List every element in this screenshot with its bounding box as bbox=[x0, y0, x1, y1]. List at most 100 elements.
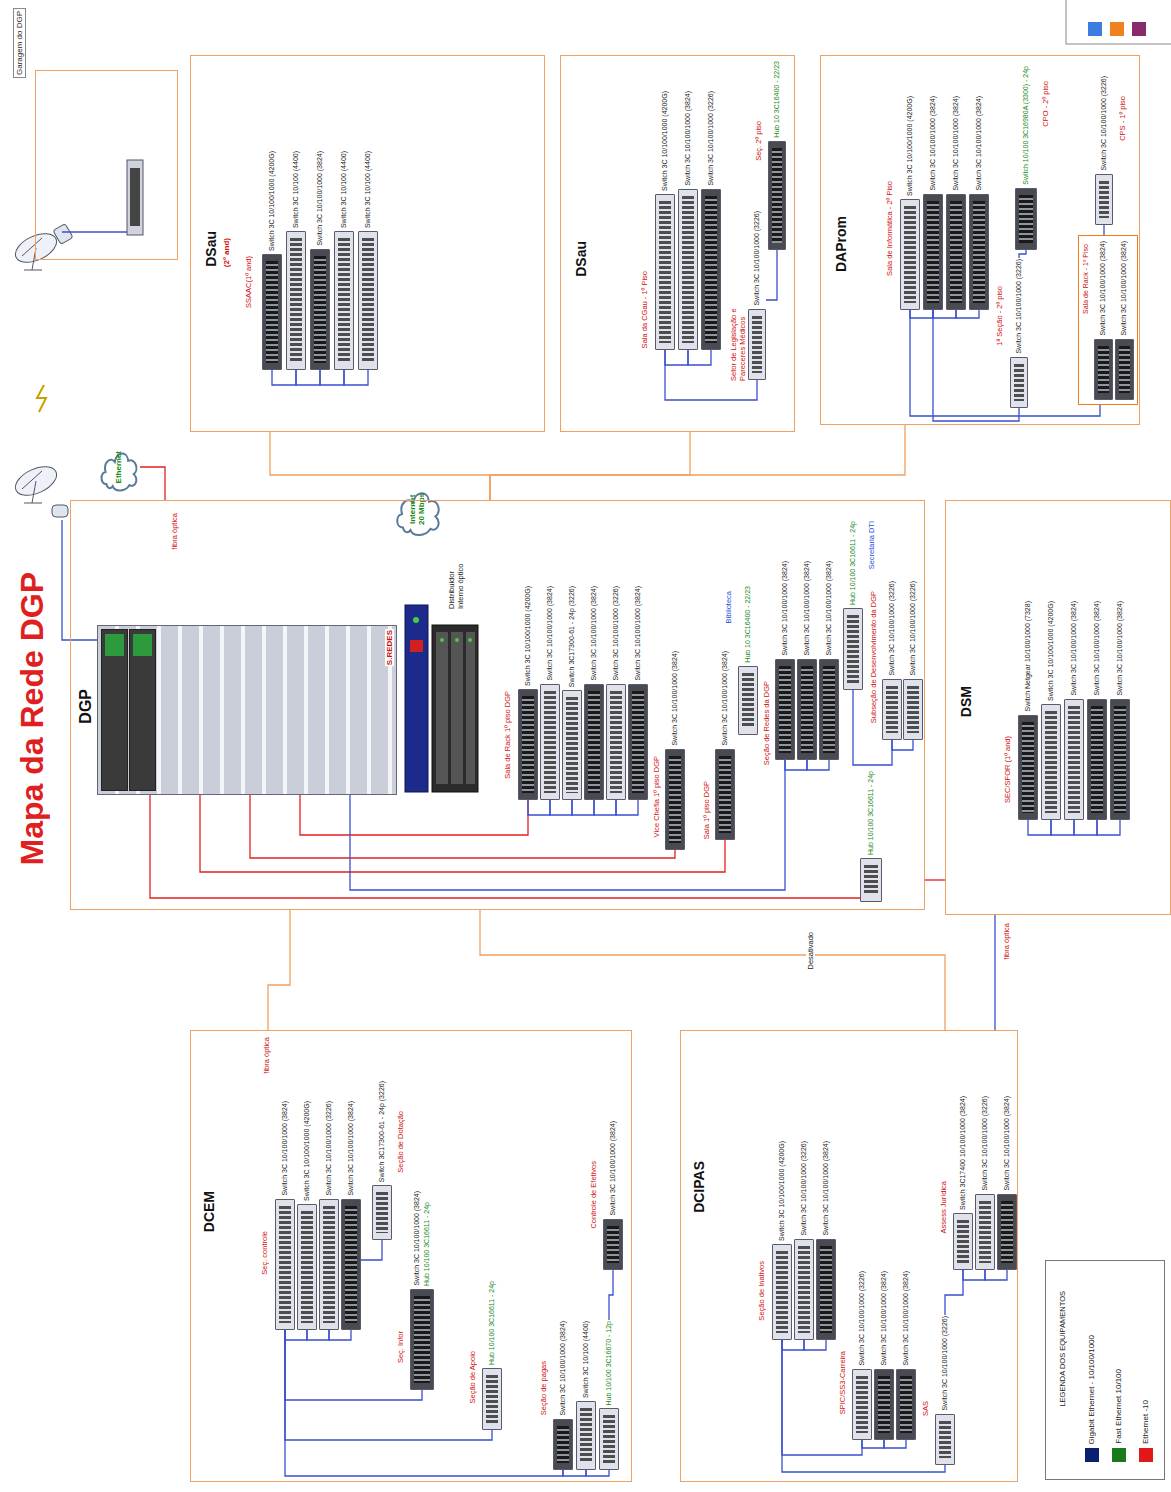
switch-graphic bbox=[655, 194, 675, 350]
switch-graphic bbox=[1087, 699, 1107, 820]
decoration-shape bbox=[468, 638, 472, 642]
area-label: Sala de Informática - 2º Piso bbox=[885, 180, 894, 277]
network-link bbox=[925, 879, 945, 880]
switch-graphic bbox=[852, 1369, 872, 1440]
device-label: Switch 3C 10/100/1000 (3824) bbox=[671, 651, 679, 746]
network-switch: Hub 10 3C16400 - 22/23 bbox=[738, 585, 758, 735]
region-heading: (2º and) bbox=[222, 238, 231, 267]
network-switch: Switch 3C 10/100/1000 (3824)Hub 10/100 3… bbox=[410, 1190, 434, 1390]
device-label-group: Switch 3C 10/100/1000 (3824) bbox=[721, 650, 729, 746]
satellite-dish bbox=[11, 461, 68, 517]
device-label: Switch 3C 10/100/1000 (3226) bbox=[888, 581, 896, 676]
department-region: DSau(2º and)Switch 3C 10/100/1000 (4200G… bbox=[190, 55, 545, 432]
network-link bbox=[994, 915, 995, 1030]
region-heading-group: DCIPAS bbox=[691, 1161, 707, 1213]
device-label-group: Hub 10 3C16400 - 22/23 bbox=[744, 585, 752, 663]
network-link bbox=[586, 1470, 609, 1476]
device-label: Switch 3C 10/100/1000 (3824) bbox=[546, 586, 554, 681]
garage-switch bbox=[127, 160, 143, 235]
device-label-group: Switch 3C 10/100/1000 (4200G) bbox=[524, 585, 532, 686]
network-link bbox=[320, 370, 344, 385]
switch-graphic bbox=[946, 194, 966, 310]
core-switch-graphic bbox=[101, 629, 128, 791]
network-switch: Switch 3C 10/100 (4400) bbox=[286, 150, 306, 370]
device-label-group: Switch 3C 10/100/1000 (3824) bbox=[609, 1120, 617, 1216]
network-link bbox=[1028, 820, 1051, 835]
switch-graphic bbox=[1041, 704, 1061, 820]
network-link bbox=[1103, 225, 1104, 235]
network-link bbox=[1097, 820, 1120, 835]
switch-graphic bbox=[1095, 174, 1113, 225]
rack-room-box: Sala de Rack - 1º PisoSwitch 3C 10/100/1… bbox=[1078, 235, 1138, 405]
network-link bbox=[609, 1270, 613, 1320]
network-link bbox=[782, 1340, 804, 1350]
network-switch: Switch 3C17400 10/100/1000 (3824) bbox=[953, 1095, 973, 1270]
core-switch-graphic bbox=[129, 629, 156, 791]
decoration-shape bbox=[455, 638, 459, 642]
decoration-shape bbox=[1088, 22, 1102, 36]
decoration-shape bbox=[405, 605, 428, 792]
network-switch: Switch 3C 10/100/1000 (3824) bbox=[275, 1100, 295, 1330]
decoration-shape bbox=[466, 632, 475, 784]
region-heading: DSM bbox=[958, 686, 974, 717]
switch-graphic bbox=[975, 1194, 995, 1270]
area-label: fibra óptica bbox=[170, 512, 179, 551]
network-link bbox=[933, 310, 956, 318]
device-label-group: Switch 3C 10/100/1000 (3226) bbox=[1100, 75, 1108, 171]
device-label-group: Switch 3C 10/100/1000 (3824) bbox=[1093, 600, 1101, 696]
network-link bbox=[804, 1340, 826, 1350]
device-label: Hub 10/100 3C16611 - 24p bbox=[488, 1281, 496, 1365]
device-label: Switch 3C 10/100/1000 (3824) bbox=[1093, 601, 1101, 696]
device-label: Switch 3C 10/100/1000 (4200G) bbox=[268, 151, 276, 251]
network-switch: Switch 3C 10/100/1000 (4200G) bbox=[518, 585, 538, 800]
network-switch: Switch 3C 10/100/1000 (3824) bbox=[1115, 240, 1134, 400]
device-label-group: Hub 10/100 3C16611 - 24p bbox=[488, 1280, 496, 1365]
network-switch: Switch 3C 10/100/1000 (3824) bbox=[969, 95, 989, 310]
area-label: Seç. controle bbox=[260, 1230, 269, 1276]
switch-graphic bbox=[900, 199, 920, 310]
device-label-group: Switch 3C 10/100/1000 (3824) bbox=[975, 95, 983, 191]
device-label-group: Switch 3C 10/100/1000 (3226) bbox=[612, 585, 620, 681]
network-link bbox=[250, 795, 675, 858]
switch-graphic bbox=[969, 194, 989, 310]
switch-graphic bbox=[701, 189, 721, 350]
decoration-shape bbox=[130, 168, 140, 226]
switch-graphic bbox=[606, 684, 626, 800]
network-link bbox=[910, 310, 933, 318]
switch-graphic bbox=[874, 1369, 894, 1440]
device-label: Switch 3C 10/100/1000 (3824) bbox=[825, 561, 833, 656]
network-link bbox=[862, 1440, 884, 1448]
switch-graphic bbox=[1018, 715, 1038, 820]
network-switch: Switch 3C17300-61 - 24p (3226) bbox=[372, 1080, 392, 1240]
device-label: Switch 3C 10/100/1000 (3226) bbox=[800, 1141, 808, 1236]
network-switch: Switch 3C 10/100/1000 (3226) bbox=[794, 1140, 814, 1340]
network-link bbox=[910, 310, 1100, 416]
network-link bbox=[272, 370, 296, 385]
network-link bbox=[1019, 250, 1026, 258]
network-switch: Switch 3C 10/100/1000 (3824) bbox=[665, 650, 685, 850]
switch-graphic bbox=[628, 684, 648, 800]
department-region: Garagem do DGP bbox=[35, 70, 178, 260]
switch-graphic bbox=[665, 749, 685, 850]
network-switch: Switch 3C 10/100/1000 (3226) bbox=[319, 1100, 339, 1330]
device-label-group: Switch 3C 10/100/1000 (4200G) bbox=[661, 90, 669, 191]
network-link bbox=[782, 1340, 862, 1455]
network-link bbox=[807, 760, 829, 770]
region-heading: DSau bbox=[573, 241, 589, 277]
network-link bbox=[945, 1270, 963, 1315]
region-heading-group: DGP bbox=[77, 689, 95, 724]
network-link bbox=[563, 1470, 586, 1476]
device-label: Switch 3C 10/100/1000 (4200G) bbox=[1047, 601, 1055, 701]
device-label: Switch 3C 10/100/1000 (4200G) bbox=[906, 96, 914, 196]
network-switch: Switch 3C 10/100/1000 (4200G) bbox=[655, 90, 675, 350]
device-label: Switch 3C 10/100 (4400) bbox=[582, 1321, 590, 1398]
device-label: Switch 3C 10/100/1000 (3226) bbox=[909, 581, 917, 676]
network-switch: Switch 3C 10/100/1000 (3824) bbox=[584, 585, 604, 800]
switch-graphic bbox=[1010, 357, 1028, 408]
switch-graphic bbox=[715, 749, 735, 840]
area-label: fibra óptica bbox=[1002, 922, 1011, 961]
decoration-shape bbox=[1110, 22, 1124, 36]
switch-graphic bbox=[341, 1199, 361, 1330]
device-label: Switch 3C 10/100/1000 (3824) bbox=[559, 1321, 567, 1416]
cloud-label: Ethernet bbox=[115, 451, 124, 483]
